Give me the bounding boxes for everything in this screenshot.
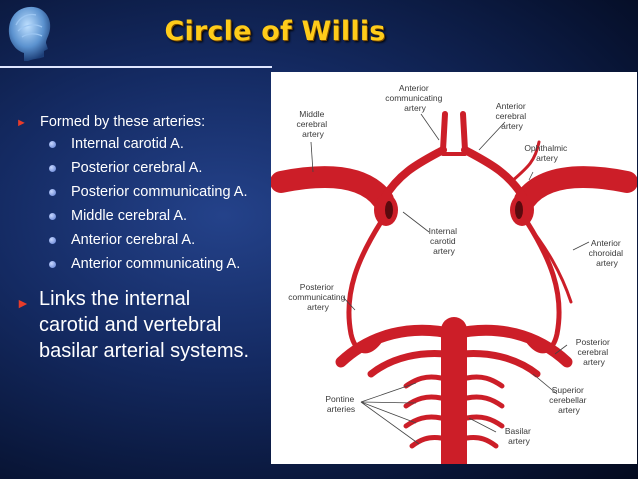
bullet-dot-icon: [49, 189, 56, 196]
circle-of-willis-diagram: Anterior communicating artery Anterior c…: [271, 72, 637, 464]
label-posterior-cerebral: Posterior cerebral artery: [576, 337, 612, 367]
bullet-dot-icon: [49, 237, 56, 244]
bullet-triangle-icon: ►: [16, 117, 27, 129]
label-pontine: Pontine arteries: [325, 394, 356, 414]
artery-item: Internal carotid A.: [16, 136, 278, 160]
label-superior-cerebellar: Superior cerebellar artery: [549, 385, 589, 415]
title-divider: [0, 66, 272, 68]
bullet-dot-icon: [49, 261, 56, 268]
artery-item-text: Middle cerebral A.: [71, 208, 188, 224]
artery-item: Anterior cerebral A.: [16, 232, 278, 256]
artery-item-text: Internal carotid A.: [71, 136, 184, 152]
arteries-list: ► Formed by these arteries: Internal car…: [16, 114, 278, 280]
bullet-formed-by: ► Formed by these arteries:: [16, 114, 278, 136]
bullet-dot-icon: [49, 165, 56, 172]
bullet-links-text: Links the internal carotid and vertebral…: [39, 288, 250, 362]
label-anterior-choroidal: Anterior choroidal artery: [589, 238, 626, 268]
label-ophthalmic: Ophthalmic artery: [524, 143, 569, 163]
artery-item-text: Anterior communicating A.: [71, 256, 241, 272]
artery-item: Posterior cerebral A.: [16, 160, 278, 184]
bullet-triangle-icon: ►: [16, 295, 30, 311]
bullet-links: ► Links the internal carotid and vertebr…: [16, 286, 278, 364]
label-anterior-communicating: Anterior communicating artery: [385, 83, 445, 113]
artery-item-text: Anterior cerebral A.: [71, 232, 196, 248]
artery-item: Posterior communicating A.: [16, 184, 278, 208]
slide-title: Circle of Willis: [164, 16, 386, 47]
artery-item: Middle cerebral A.: [16, 208, 278, 232]
brain-head-logo: [4, 3, 54, 63]
label-anterior-cerebral: Anterior cerebral artery: [495, 101, 528, 131]
artery-item: Anterior communicating A.: [16, 256, 278, 280]
label-internal-carotid: Internal carotid artery: [429, 226, 460, 256]
artery-vessels: [271, 111, 637, 464]
bullet-formed-by-text: Formed by these arteries:: [40, 114, 206, 130]
label-middle-cerebral: Middle cerebral artery: [296, 109, 329, 139]
label-basilar: Basilar artery: [505, 426, 533, 446]
bullet-dot-icon: [49, 213, 56, 220]
leader-lines: [310, 113, 590, 445]
label-posterior-communicating: Posterior communicating artery: [288, 282, 348, 312]
bullet-dot-icon: [49, 141, 56, 148]
artery-item-text: Posterior cerebral A.: [71, 160, 203, 176]
artery-item-text: Posterior communicating A.: [71, 184, 248, 200]
